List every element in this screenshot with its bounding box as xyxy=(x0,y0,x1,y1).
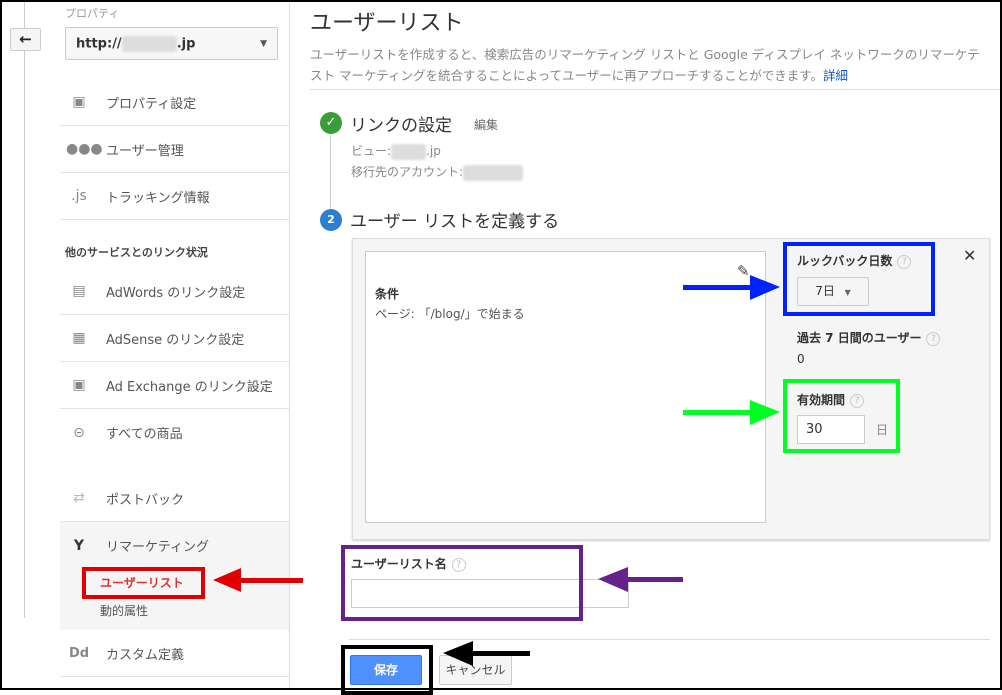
nav-rail xyxy=(24,0,25,618)
remarketing-group xyxy=(60,522,289,630)
step1-view: ビュー:.jp xyxy=(351,143,441,160)
redacted xyxy=(121,36,177,52)
step1-title: リンクの設定 xyxy=(350,116,452,136)
sidebar-item-dynamic-attributes[interactable]: 動的属性 xyxy=(100,604,149,618)
sidebar-item-property-settings[interactable]: ▣プロパティ設定 xyxy=(60,79,289,126)
step-connector xyxy=(330,134,331,212)
dd-icon: Dd xyxy=(68,645,90,661)
sidebar-item-all-products[interactable]: ⊝すべての商品 xyxy=(60,409,289,456)
check-icon: ✓ xyxy=(320,112,342,134)
sidebar-item-adexchange[interactable]: ▣Ad Exchange のリンク設定 xyxy=(60,362,289,409)
property-select[interactable]: http://.jp ▼ xyxy=(65,27,278,60)
sidebar-item-adsense[interactable]: ▦AdSense のリンク設定 xyxy=(60,315,289,362)
redacted xyxy=(463,164,524,181)
page-title: ユーザーリスト xyxy=(310,11,464,36)
property-label: プロパティ xyxy=(65,7,120,20)
cancel-button[interactable]: キャンセル xyxy=(439,655,512,685)
sidebar-divider xyxy=(289,0,290,690)
js-icon: .js xyxy=(71,188,87,204)
pencil-icon[interactable]: ✎ xyxy=(737,262,750,280)
duration-label: 有効期間? xyxy=(797,391,865,408)
help-icon[interactable]: ? xyxy=(926,331,941,346)
duration-unit: 日 xyxy=(876,423,889,437)
past-users-label: 過去 7 日間のユーザー? xyxy=(797,329,941,346)
chevron-down-icon: ▼ xyxy=(260,39,267,49)
lookback-label: ルックバック日数? xyxy=(797,252,912,269)
sidebar-item-user-management[interactable]: ●●●ユーザー管理 xyxy=(60,126,289,173)
section-heading: 他のサービスとのリンク状況 xyxy=(65,246,208,259)
adwords-icon: ▤ xyxy=(72,283,86,299)
sidebar-item-adwords[interactable]: ▤AdWords のリンク設定 xyxy=(60,268,289,315)
back-button[interactable]: ← xyxy=(10,28,41,51)
past-users-value: 0 xyxy=(797,352,805,366)
sidebar-item-postback[interactable]: ⇄ポストバック xyxy=(60,475,289,522)
condition-box xyxy=(365,251,766,523)
list-name-input[interactable] xyxy=(351,579,629,608)
step1-account: 移行先のアカウント: xyxy=(351,163,524,181)
help-icon[interactable]: ? xyxy=(451,557,466,572)
step2-number: 2 xyxy=(320,209,342,231)
help-icon[interactable]: ? xyxy=(897,254,912,269)
sidebar-item-user-list[interactable]: ユーザーリスト xyxy=(100,576,184,590)
help-icon[interactable]: ? xyxy=(850,393,865,408)
edit-link[interactable]: 編集 xyxy=(474,118,499,132)
fork-icon: Y xyxy=(73,537,85,554)
step2-title: ユーザー リストを定義する xyxy=(350,212,560,232)
back-arrow-icon: ← xyxy=(19,30,32,48)
chevron-down-icon: ▼ xyxy=(844,288,851,297)
save-button[interactable]: 保存 xyxy=(350,655,422,685)
redacted xyxy=(391,143,427,160)
divider xyxy=(349,639,990,640)
lookback-select[interactable]: 7日 ▼ xyxy=(797,277,869,306)
condition-text: ページ: 「/blog/」で始まる xyxy=(375,307,525,321)
close-icon[interactable]: ✕ xyxy=(963,246,977,265)
adexchange-icon: ▣ xyxy=(72,377,86,393)
adsense-icon: ▦ xyxy=(72,330,86,346)
details-link[interactable]: 詳細 xyxy=(822,68,848,83)
page-description: ユーザーリストを作成すると、検索広告のリマーケティング リストと Google … xyxy=(310,47,980,83)
users-icon: ●●● xyxy=(66,141,103,157)
condition-heading: 条件 xyxy=(375,287,400,301)
postback-icon: ⇄ xyxy=(73,490,85,506)
list-name-label: ユーザーリスト名? xyxy=(351,555,466,572)
divider xyxy=(310,89,1000,90)
duration-input[interactable]: 30 xyxy=(797,415,865,444)
layout-icon: ▣ xyxy=(72,94,86,110)
link-icon: ⊝ xyxy=(73,424,85,441)
